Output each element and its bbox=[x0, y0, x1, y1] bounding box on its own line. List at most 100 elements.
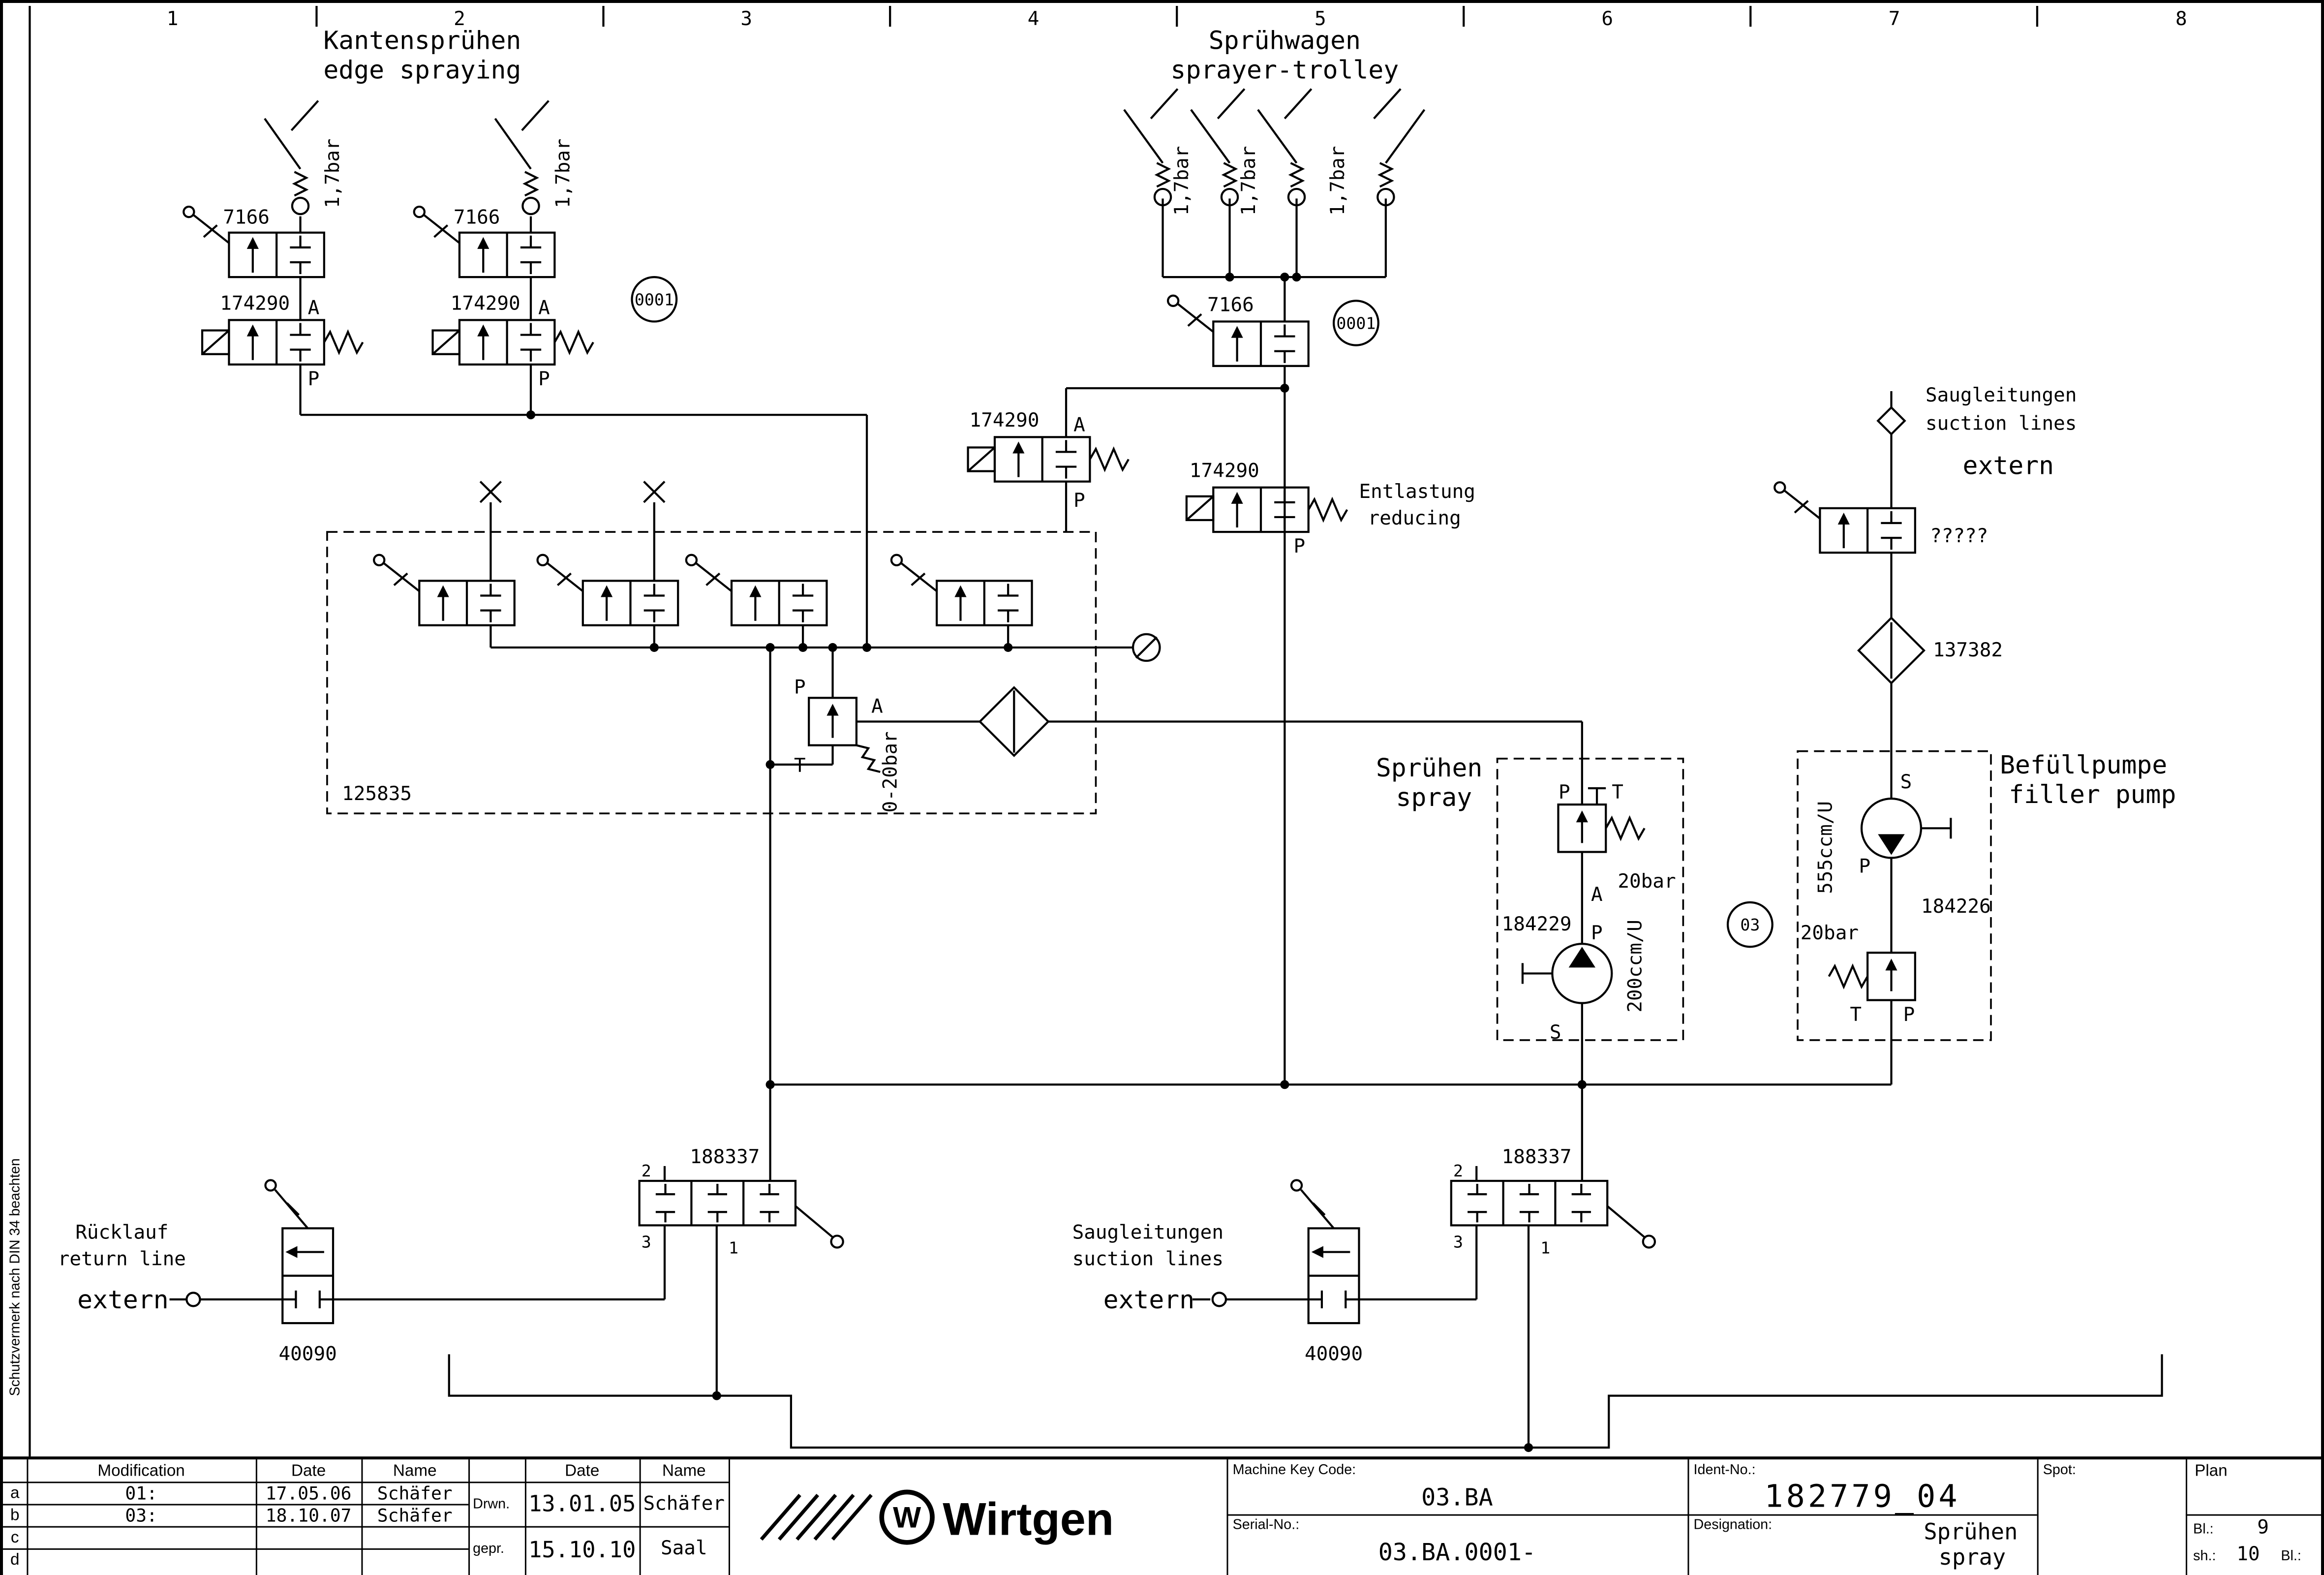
manifold-valve-3 bbox=[686, 555, 828, 626]
tag-circle-0001: 0001 bbox=[1332, 300, 1379, 346]
part-label-174290: 174290 bbox=[220, 292, 290, 314]
part-label-40090: 40090 bbox=[279, 1343, 337, 1365]
approval-header-date: Date bbox=[565, 1461, 600, 1480]
spring-icon bbox=[554, 332, 593, 353]
tag-circle-03: 03 bbox=[1726, 901, 1774, 948]
valve-188337-1: 188337 2 3 1 bbox=[638, 1146, 844, 1258]
suction-extern-label: extern bbox=[1103, 1285, 1195, 1315]
heading-sprayer-trolley-de: Sprühwagen bbox=[1209, 26, 1361, 55]
port-p-label: P bbox=[1559, 781, 1570, 803]
suction-connector-icon bbox=[1876, 406, 1906, 436]
sheet-of-label: sh.: bbox=[2193, 1547, 2216, 1564]
suction-label-de: Saugleitungen bbox=[1072, 1222, 1223, 1244]
spray-nozzle-icon bbox=[1257, 88, 1313, 164]
tag-03-label: 03 bbox=[1740, 915, 1760, 934]
entlastung-label-en: reducing bbox=[1368, 507, 1461, 529]
extern-connector-icon bbox=[185, 1292, 201, 1307]
logo-mark: W bbox=[893, 1501, 921, 1534]
approval-header-name: Name bbox=[662, 1461, 706, 1480]
part-label-7166: 7166 bbox=[1207, 294, 1254, 316]
revision-row-name: Schäfer bbox=[377, 1482, 453, 1503]
spray-nozzle-icon bbox=[1190, 88, 1246, 164]
lever-actuator-icon bbox=[414, 207, 459, 243]
port-t-label: T bbox=[1612, 781, 1623, 803]
bottom-suction-group: Saugleitungen suction lines extern 40090… bbox=[1072, 1146, 1656, 1365]
lever-actuator-icon bbox=[538, 555, 583, 591]
revision-header-date: Date bbox=[291, 1461, 326, 1480]
port-p-label: P bbox=[1859, 856, 1871, 878]
port-a-label: A bbox=[871, 695, 883, 717]
suction-extern-label: extern bbox=[1963, 451, 2054, 481]
row-letter-a: a bbox=[10, 1483, 20, 1502]
valve-40090-1: 40090 bbox=[264, 1179, 337, 1365]
drawn-name: Schäfer bbox=[643, 1492, 725, 1515]
part-label-7166: 7166 bbox=[223, 207, 270, 229]
part-label-137382: 137382 bbox=[1933, 639, 2003, 661]
din-protection-note: Schutzvermerk nach DIN 34 beachten bbox=[7, 1158, 23, 1396]
spring-icon bbox=[1829, 966, 1868, 987]
return-extern-label: extern bbox=[77, 1285, 169, 1315]
valve-188337-2: 188337 2 3 1 bbox=[1450, 1146, 1656, 1258]
row-letter-d: d bbox=[10, 1551, 20, 1569]
lever-actuator-icon bbox=[795, 1205, 844, 1249]
revision-row-mod: 01: bbox=[125, 1482, 157, 1503]
valve-7166-1 bbox=[183, 207, 325, 278]
port-a-label: A bbox=[1073, 414, 1085, 436]
spring-icon bbox=[1090, 449, 1129, 469]
port-p-label: P bbox=[1903, 1004, 1915, 1026]
manifold-valve-4 bbox=[891, 555, 1033, 626]
drawn-date: 13.01.05 bbox=[528, 1490, 636, 1517]
designation-label: Designation: bbox=[1693, 1516, 1773, 1533]
checked-date: 15.10.10 bbox=[528, 1536, 636, 1563]
suction-label-de: Saugleitungen bbox=[1926, 384, 2077, 406]
filter-icon bbox=[978, 686, 1050, 757]
serial-label: Serial-No.: bbox=[1232, 1516, 1300, 1533]
filter-icon: 137382 bbox=[1857, 616, 2003, 685]
pressure-reducing-valve: P T A 0-20bar bbox=[794, 676, 902, 812]
valve-40090-2: 40090 bbox=[1290, 1179, 1363, 1365]
revision-row-date: 18.10.07 bbox=[265, 1504, 352, 1526]
part-label-174290: 174290 bbox=[451, 292, 520, 314]
logo-roundel-icon bbox=[879, 1489, 935, 1545]
extern-connector-icon bbox=[1211, 1292, 1227, 1307]
machine-key-label: Machine Key Code: bbox=[1232, 1461, 1356, 1478]
spring-icon bbox=[324, 332, 363, 353]
port-2-label: 2 bbox=[642, 1161, 651, 1180]
revision-row-date: 17.05.06 bbox=[265, 1482, 352, 1503]
displacement-label: 200ccm/U bbox=[1624, 920, 1647, 1012]
spring-icon bbox=[1309, 499, 1347, 520]
spray-nozzle-icon bbox=[494, 100, 550, 170]
lever-actuator-icon bbox=[1606, 1205, 1656, 1249]
spray-pump: P S 200ccm/U bbox=[1521, 920, 1647, 1044]
lever-actuator-icon bbox=[1290, 1179, 1335, 1229]
lever-actuator-icon bbox=[1774, 482, 1820, 519]
hydraulic-schematic: 1 2 3 4 5 6 7 8 Schutzvermerk nach DIN 3… bbox=[7, 6, 2187, 1460]
spray-label-en: spray bbox=[1396, 783, 1472, 812]
row-letter-c: c bbox=[10, 1528, 19, 1546]
bl2-label: Bl.: bbox=[2281, 1547, 2301, 1564]
port-p-label: P bbox=[1073, 490, 1085, 512]
part-label-184226: 184226 bbox=[1921, 896, 1991, 918]
filler-pump-circuit: Saugleitungen suction lines extern ?????… bbox=[1774, 384, 2176, 1041]
port-a-label: A bbox=[1591, 884, 1603, 906]
designation-de: Sprühen bbox=[1924, 1518, 2018, 1545]
trolley-valve-7166: 7166 0001 bbox=[1168, 294, 1379, 367]
valve-174290-2 bbox=[433, 319, 593, 366]
unknown-part-label: ????? bbox=[1930, 525, 1988, 547]
port-1-label: 1 bbox=[729, 1238, 738, 1258]
spring-icon bbox=[1606, 818, 1645, 838]
part-label-188337: 188337 bbox=[690, 1146, 760, 1168]
pressure-label: 20bar bbox=[1801, 922, 1859, 944]
spray-nozzle-icon bbox=[1123, 88, 1179, 164]
spray-label-de: Sprühen bbox=[1376, 753, 1482, 783]
ruler-5: 5 bbox=[1315, 8, 1326, 30]
port-p-label: P bbox=[1293, 535, 1305, 557]
manifold-block-125835: 125835 bbox=[326, 481, 1161, 815]
tag-0001-label: 0001 bbox=[1336, 314, 1376, 333]
lever-actuator-icon bbox=[891, 555, 937, 591]
pressure-range-label: 0-20bar bbox=[879, 731, 901, 812]
port-3-label: 3 bbox=[1453, 1233, 1463, 1252]
valve-174290-3: 174290 A P bbox=[968, 409, 1129, 512]
spring-icon bbox=[856, 744, 881, 773]
trolley-nozzles: 1,7bar 1,7bar 1,7bar bbox=[1123, 88, 1426, 216]
